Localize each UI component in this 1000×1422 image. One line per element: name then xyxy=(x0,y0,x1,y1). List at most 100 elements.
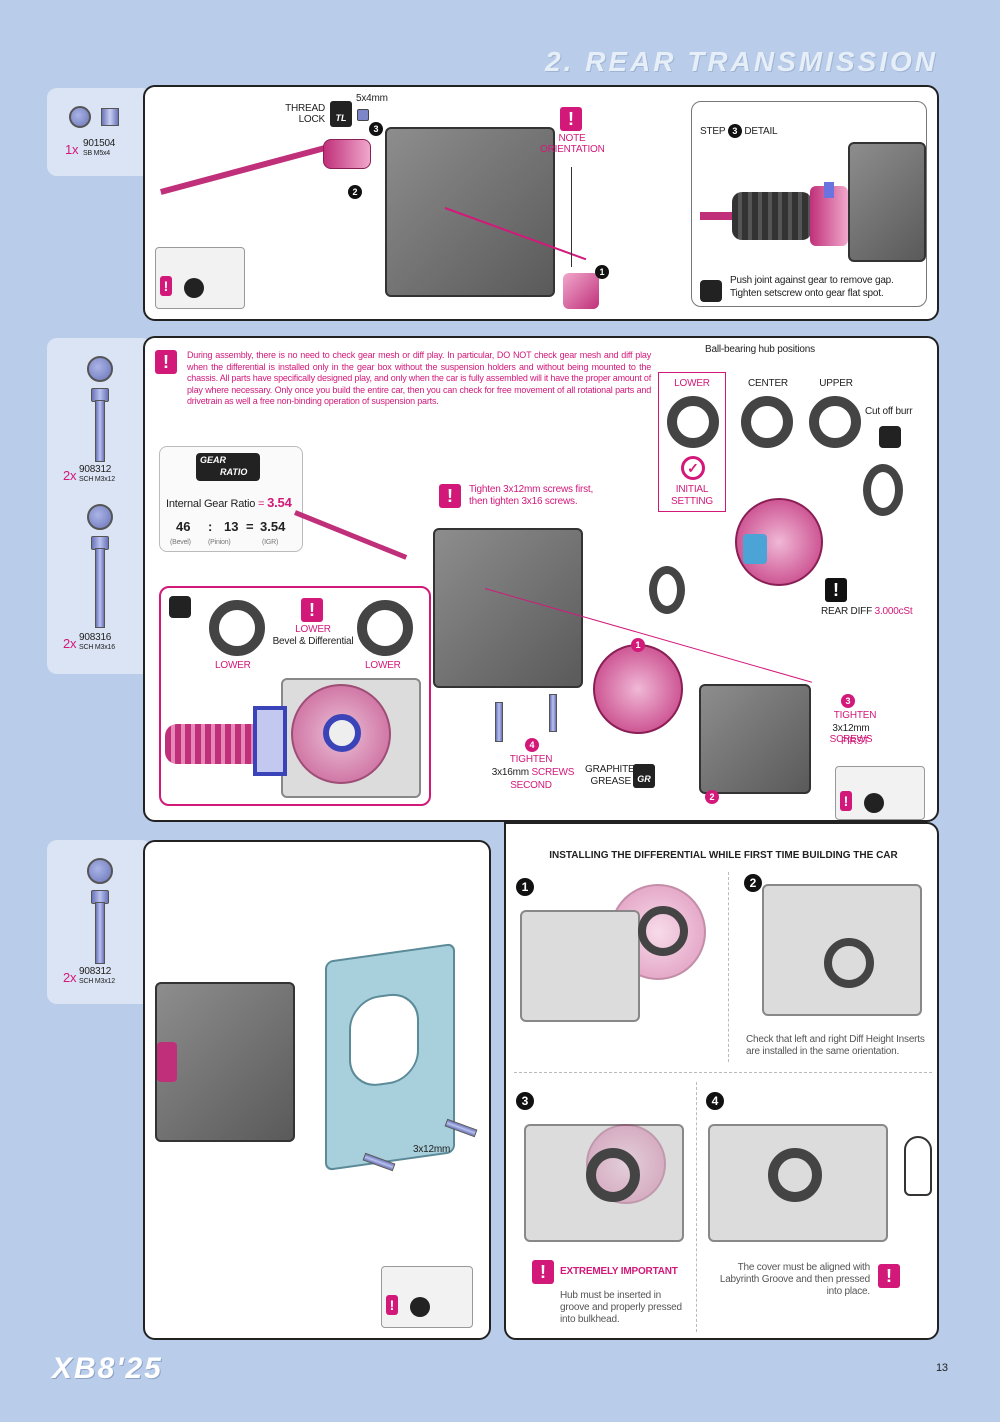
parts-card-3: 2x 908312 SCH M3x12 xyxy=(47,840,152,1004)
note-warning-icon: ! xyxy=(560,107,582,131)
rear-driveshaft xyxy=(294,510,408,560)
part-qty: 2x xyxy=(63,970,77,985)
screw-m3x12-icon xyxy=(95,400,105,462)
step2-text: Check that left and right Diff Height In… xyxy=(746,1034,925,1057)
divider-h xyxy=(514,1072,932,1073)
step-4-marker: 4 xyxy=(525,738,539,752)
setscrew-side-icon xyxy=(101,108,119,126)
step3-first: FIRST xyxy=(841,736,869,747)
pinion-label: (Pinion) xyxy=(208,539,231,546)
install-step-1: 1 xyxy=(516,878,534,896)
gearbox-housing xyxy=(385,127,555,297)
screw-size-label: 3x12mm xyxy=(413,1144,451,1155)
inset-subtitle: Bevel & Differential xyxy=(272,636,354,647)
detail-title-suffix: DETAIL xyxy=(744,126,778,137)
hub-ring-left xyxy=(649,566,685,614)
step1-gearbox xyxy=(520,910,640,1022)
wheel-icon xyxy=(864,793,884,813)
section1-panel: THREAD LOCK TL 5x4mm 3 2 ! NOTE ORIENTAT… xyxy=(143,85,939,321)
part-code: 901504 xyxy=(83,138,116,149)
rear-gearbox xyxy=(433,528,583,688)
part-qty: 2x xyxy=(63,636,77,651)
location-warning-icon: ! xyxy=(160,276,172,296)
rear-diff-label: REAR DIFF xyxy=(821,606,872,617)
ratio-colon: : xyxy=(208,519,213,534)
rear-diff-warning-icon: ! xyxy=(825,578,847,602)
tighten-note: Tighten 3x12mm screws first, then tighte… xyxy=(469,484,594,507)
gear-badge-line2: RATIO xyxy=(220,467,248,477)
detail-title: STEP 3 DETAIL xyxy=(700,124,778,138)
shock-tower-cutout xyxy=(349,989,419,1090)
step3-hub xyxy=(586,1148,640,1202)
gear-ratio-badge: GEAR RATIO xyxy=(196,453,260,481)
thread-lock-icon: TL xyxy=(330,101,352,127)
note-leader xyxy=(571,167,572,267)
gear-ratio-label: Internal Gear Ratio xyxy=(166,498,256,510)
step4-line: 3x16mm SCREWS xyxy=(491,767,575,778)
part-code: 908316 xyxy=(79,632,112,643)
step-2-marker: 2 xyxy=(705,790,719,804)
install-title: INSTALLING THE DIFFERENTIAL WHILE FIRST … xyxy=(549,850,898,861)
section2-panel: ! During assembly, there is no need to c… xyxy=(143,336,939,822)
inset-lower-right: LOWER xyxy=(365,660,401,671)
part-desc: SCH M3x12 xyxy=(79,476,115,483)
car-location-thumbnail: ! xyxy=(381,1266,473,1328)
hub-lower-ring xyxy=(667,396,719,448)
diff-with-gear xyxy=(593,644,683,734)
step4-screws: SCREWS xyxy=(531,767,575,778)
initial-setting-label: INITIAL SETTING xyxy=(671,484,713,507)
hub-upper-ring xyxy=(809,396,861,448)
part-desc: SB M5x4 xyxy=(83,150,110,157)
inset-ring-left xyxy=(209,600,265,656)
pinion-gear xyxy=(563,273,599,309)
step3-text: Hub must be inserted in groove and prope… xyxy=(560,1290,682,1325)
magnifier-icon xyxy=(169,596,191,618)
screw-m3x16-icon xyxy=(95,548,105,628)
step3-screws: SCREWS xyxy=(829,734,873,745)
screw-3x16-b xyxy=(549,694,557,732)
step4-text: The cover must be aligned with Labyrinth… xyxy=(719,1262,870,1297)
gear-ratio-value: 3.54 xyxy=(267,495,292,510)
gearbox-with-cover xyxy=(155,982,295,1142)
magnifier-icon xyxy=(700,280,722,302)
inset-boot xyxy=(165,724,265,764)
cut-off-burr-label: Cut off burr xyxy=(865,406,913,417)
setscrew-icon xyxy=(69,106,91,128)
car-location-thumbnail: ! xyxy=(155,247,245,309)
gear-ratio-line: Internal Gear Ratio = 3.54 xyxy=(166,495,292,510)
knife-icon xyxy=(879,426,901,448)
detail-setscrew xyxy=(824,182,834,198)
note-orientation-label: NOTE ORIENTATION xyxy=(540,133,605,155)
page-title: 2. REAR TRANSMISSION xyxy=(545,46,938,77)
step4-tighten: TIGHTEN xyxy=(509,754,553,765)
step4-second: SECOND xyxy=(510,780,552,791)
rear-diff-line: REAR DIFF 3.000cSt xyxy=(821,606,913,617)
step3-size: 3x12mm xyxy=(832,723,870,734)
gear-ratio-box: GEAR RATIO Internal Gear Ratio = 3.54 46… xyxy=(159,446,303,552)
part-code: 908312 xyxy=(79,966,112,977)
tighten-warning-icon: ! xyxy=(439,484,461,508)
extremely-important-label: EXTREMELY IMPORTANT xyxy=(560,1266,678,1277)
section3-right-panel: INSTALLING THE DIFFERENTIAL WHILE FIRST … xyxy=(504,822,939,1340)
step-3-marker: 3 xyxy=(369,122,383,136)
screw-head-icon xyxy=(87,504,113,530)
screw-head-icon xyxy=(87,356,113,382)
step-1-marker: 1 xyxy=(631,638,645,652)
check-icon: ✓ xyxy=(681,456,705,480)
inset-lower-left: LOWER xyxy=(215,660,251,671)
diff-cover xyxy=(699,684,811,794)
graphite-grease-icon: GR xyxy=(633,764,655,788)
cv-joint xyxy=(323,139,371,169)
screw-3x16-a xyxy=(495,702,503,742)
wheel-icon xyxy=(410,1297,430,1317)
car-location-thumbnail: ! xyxy=(835,766,925,820)
detail-text: Push joint against gear to remove gap. T… xyxy=(730,275,894,299)
screw-head-icon xyxy=(87,858,113,884)
location-warning-icon: ! xyxy=(840,791,852,811)
detail-boot xyxy=(732,192,812,240)
diff-bearing xyxy=(743,534,767,564)
detail-step-marker: 3 xyxy=(727,124,742,138)
inset-warning-icon: ! xyxy=(301,598,323,622)
screw-m3x12-icon xyxy=(95,902,105,964)
part-desc: SCH M3x16 xyxy=(79,644,115,651)
